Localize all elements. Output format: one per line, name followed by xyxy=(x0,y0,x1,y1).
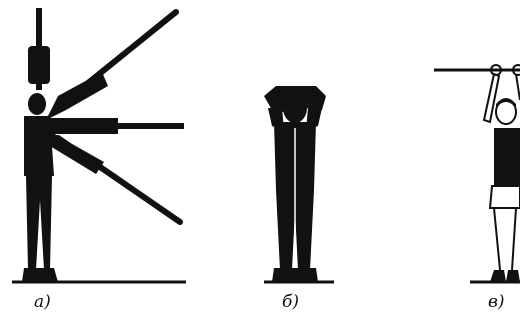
torso-a xyxy=(24,116,54,176)
feet-c xyxy=(490,270,520,282)
left-arm-raised xyxy=(482,72,501,124)
legs-b xyxy=(276,190,314,270)
head-b xyxy=(283,93,307,123)
feet-a xyxy=(22,268,58,282)
shorts-c xyxy=(488,185,520,209)
caption-a: а) xyxy=(34,292,51,312)
right-hand xyxy=(512,64,520,76)
arms-diagonal-down xyxy=(48,130,104,174)
legs-c xyxy=(493,207,517,271)
figure-b-hands-behind-head xyxy=(264,86,334,284)
figure-a-gymnastic-stick-positions xyxy=(12,8,186,284)
figure-c-hanging-on-bar xyxy=(434,64,520,284)
right-arm-raised xyxy=(515,73,520,101)
head-a xyxy=(28,93,46,115)
feet-b xyxy=(272,268,318,282)
hands-on-vertical-stick xyxy=(28,46,50,84)
hair-c xyxy=(496,98,516,108)
arms-horizontal xyxy=(48,118,118,134)
legs-a xyxy=(26,176,52,270)
caption-b: б) xyxy=(282,292,300,312)
caption-c: в) xyxy=(488,292,505,312)
arms-diagonal-up xyxy=(46,72,108,120)
shirt-c xyxy=(494,128,520,190)
